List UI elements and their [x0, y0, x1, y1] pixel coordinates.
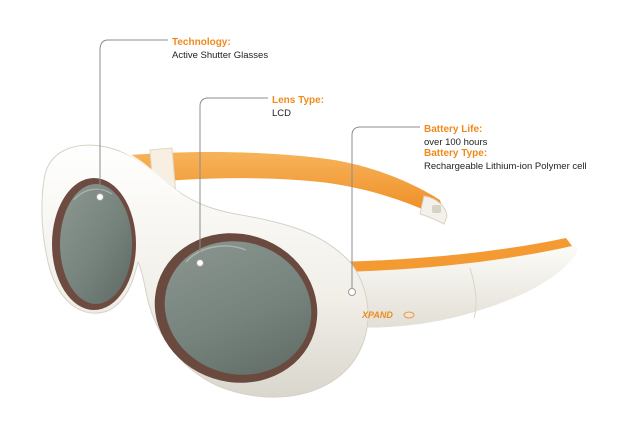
- battery-marker: [348, 288, 356, 296]
- battery-callout: Battery Life: over 100 hours Battery Typ…: [424, 124, 587, 173]
- battery-life-value: over 100 hours: [424, 136, 488, 148]
- temple-arm: [330, 238, 578, 328]
- technology-callout: Technology: Active Shutter Glasses: [172, 37, 268, 61]
- battery-leader-line: [351, 126, 420, 291]
- front-frame: [41, 144, 369, 398]
- technology-marker: [96, 193, 104, 201]
- lens-leader-line: [199, 97, 268, 262]
- battery-type-value: Rechargeable Lithium-ion Polymer cell: [424, 160, 587, 172]
- lens-type-label: Lens Type:: [272, 95, 325, 106]
- technology-label: Technology:: [172, 37, 231, 48]
- battery-type-label: Battery Type:: [424, 148, 488, 160]
- logo-mark-icon: [403, 311, 415, 319]
- lens-type-value: LCD: [272, 107, 292, 119]
- lens-type-callout: Lens Type: LCD: [272, 95, 324, 119]
- lens-marker: [196, 259, 204, 267]
- battery-life-label: Battery Life:: [424, 124, 483, 135]
- technology-leader-line: [99, 39, 168, 196]
- technology-value: Active Shutter Glasses: [172, 49, 269, 61]
- xpand-logo: XPAND: [361, 310, 393, 320]
